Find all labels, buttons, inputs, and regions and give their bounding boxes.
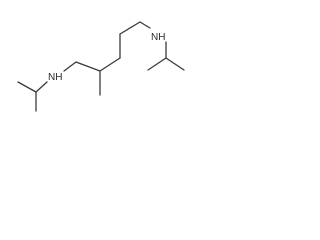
- bond-isopropyl-right-methyl-left: [147, 57, 167, 71]
- atom-nh-right: NH: [151, 32, 165, 43]
- atom-nh-left: NH: [48, 72, 62, 83]
- bond-ch2-d-to-nh: [139, 21, 151, 29]
- bond-isopropyl-left-to-nh: [35, 81, 48, 93]
- bond-nh-left-to-ch2: [63, 61, 77, 72]
- molecule-structure: NH NH: [17, 21, 185, 112]
- bond-ch2-c-to-ch2-d: [119, 21, 141, 35]
- bond-isopropyl-right-methyl-right: [165, 57, 185, 71]
- bond-skeleton: [17, 21, 185, 112]
- atom-label-nh-right: NH: [151, 32, 165, 43]
- bond-ch2-to-ch: [75, 61, 101, 72]
- bond-isopropyl-left-methyl-upper: [17, 81, 37, 93]
- atom-label-nh-left: NH: [48, 72, 62, 83]
- bond-ch-to-ch2-b: [99, 57, 121, 72]
